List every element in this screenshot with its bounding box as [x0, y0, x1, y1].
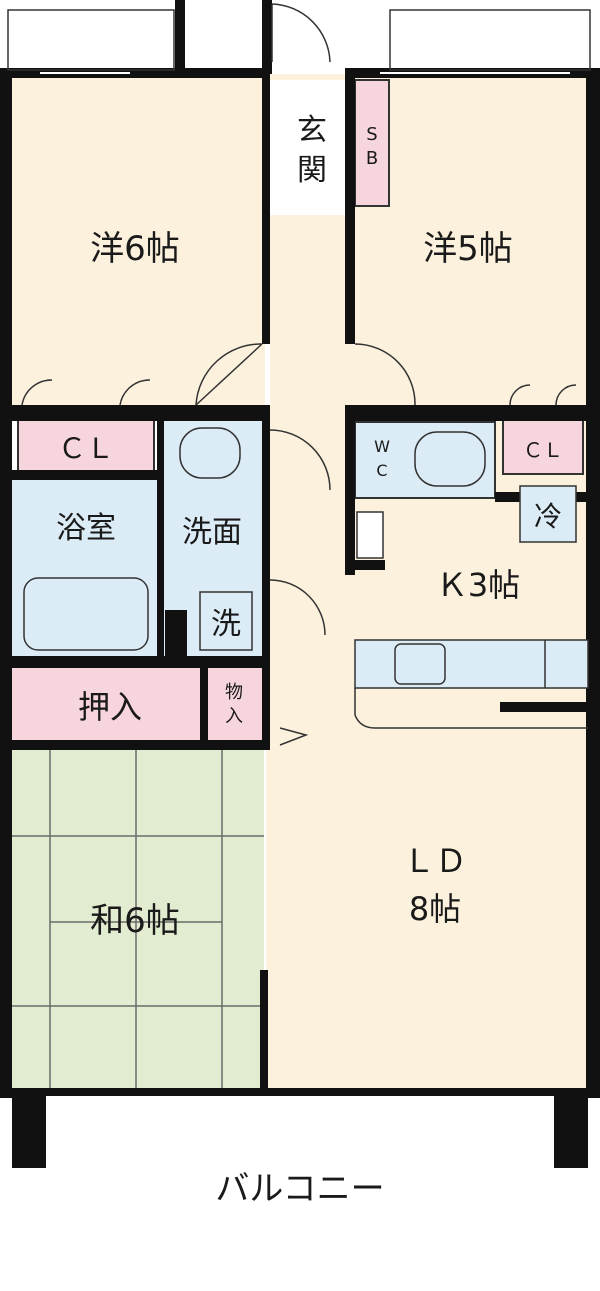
bathroom-room [12, 480, 160, 658]
fixtures [23, 427, 589, 729]
closet-right [502, 419, 584, 475]
doors [21, 3, 577, 746]
label-closet-left: ＣＬ [58, 432, 114, 465]
label-washroom: 洗面 [182, 515, 242, 550]
label-entrance-1: 玄 [297, 113, 327, 148]
tatami-mat-lines [12, 750, 264, 1090]
balcony [0, 1092, 600, 1291]
label-wc-2: C [376, 461, 387, 480]
label-ld-1: ＬＤ [403, 842, 467, 880]
room-ld-lower [266, 745, 352, 1090]
oshiire-closet [12, 668, 200, 744]
label-storage-1: 物 [225, 682, 243, 703]
label-balcony: バルコニー [215, 1169, 384, 1209]
label-entrance-2: 関 [297, 153, 327, 188]
label-western-5: 洋5帖 [423, 229, 513, 269]
room-western-5 [352, 74, 588, 414]
room-western-6 [12, 74, 265, 414]
label-refrigerator: 冷 [534, 500, 562, 533]
label-tatami: 和6帖 [90, 901, 180, 941]
label-closet-right: ＣＬ [523, 438, 563, 462]
label-western-6: 洋6帖 [90, 229, 180, 269]
wc-room [354, 421, 496, 499]
label-wc-1: W [374, 437, 390, 456]
label-shoe-box-1: S [366, 124, 377, 145]
window-frames-top [7, 9, 591, 71]
label-kitchen: Ｋ3帖 [436, 566, 520, 604]
label-bathroom: 浴室 [56, 511, 116, 546]
label-washer: 洗 [211, 607, 241, 642]
label-storage-2: 入 [225, 706, 243, 727]
entrance-floor [270, 80, 350, 215]
label-ld-2: 8帖 [409, 890, 461, 928]
label-oshiire: 押入 [78, 688, 142, 726]
label-shoe-box-2: B [366, 148, 378, 169]
storage-closet [208, 668, 264, 744]
